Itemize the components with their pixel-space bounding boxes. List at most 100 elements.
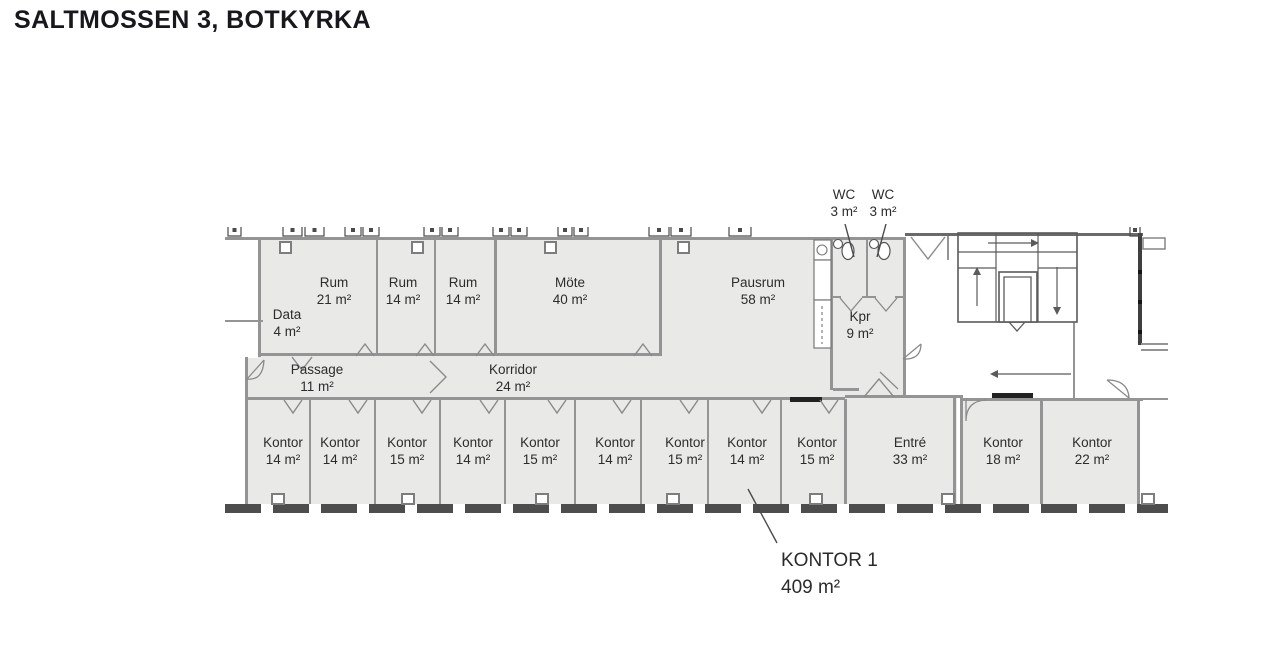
window-icon: [657, 228, 661, 232]
room-label-rum-21-area: 21 m²: [316, 292, 352, 307]
room-label-kontor-8-name: Kontor: [727, 435, 767, 450]
window-icon: [290, 228, 295, 232]
room-label-pausrum-name: Pausrum: [730, 275, 786, 290]
room-label-kontor-9-area: 15 m²: [799, 452, 835, 467]
window-icon: [304, 227, 325, 237]
wall: [225, 237, 906, 240]
window-icon: [232, 228, 237, 232]
column: [271, 493, 285, 505]
wall: [830, 237, 833, 390]
window-icon: [517, 228, 521, 232]
window-icon: [679, 228, 683, 232]
wall: [574, 399, 576, 506]
room-label-pausrum: Pausrum 58 m²: [731, 274, 785, 308]
exterior-window-wall: [225, 504, 1168, 513]
room-label-data-area: 4 m²: [273, 324, 301, 339]
wall: [780, 399, 782, 506]
room-label-rum-14a-name: Rum: [388, 275, 418, 290]
wall: [833, 296, 841, 298]
room-label-wc-2-name: WC: [871, 187, 895, 202]
window-icon: [282, 227, 303, 237]
page-title: SALTMOSSEN 3, BOTKYRKA: [14, 6, 371, 34]
room-label-wc-1-name: WC: [832, 187, 856, 202]
column: [544, 241, 557, 254]
room-label-kontor-22-name: Kontor: [1072, 435, 1112, 450]
wall: [434, 240, 436, 356]
wall: [953, 395, 956, 506]
window-icon: [579, 228, 583, 232]
wall: [1141, 349, 1168, 351]
wall: [374, 399, 376, 506]
room-label-kontor-5-area: 15 m²: [522, 452, 558, 467]
window-icon: [557, 227, 573, 237]
room-label-passage-area: 11 m²: [300, 379, 334, 394]
room-label-kontor-6-area: 14 m²: [597, 452, 633, 467]
window-icon: [227, 227, 242, 237]
wall: [258, 353, 662, 356]
window-icon: [369, 228, 373, 232]
column: [809, 493, 823, 505]
room-label-kontor-2-area: 14 m²: [322, 452, 358, 467]
column: [535, 493, 549, 505]
room-label-kontor-7-name: Kontor: [665, 435, 705, 450]
window-icon: [510, 227, 528, 237]
wall: [992, 393, 1033, 398]
column: [401, 493, 415, 505]
window-icon: [648, 227, 670, 237]
window-icon: [670, 227, 692, 237]
room-label-rum-14a-area: 14 m²: [385, 292, 421, 307]
wall: [439, 399, 441, 506]
wall: [866, 237, 868, 297]
window-icon: [573, 227, 589, 237]
room-label-rum-21: Rum 21 m²: [317, 274, 352, 308]
room-label-kontor-1-area: 14 m²: [265, 452, 301, 467]
wall: [1073, 322, 1075, 398]
room-label-kontor-3-area: 15 m²: [389, 452, 425, 467]
room-label-kontor-7-area: 15 m²: [667, 452, 703, 467]
column: [666, 493, 680, 505]
room-label-korridor-area: 24 m²: [495, 379, 531, 394]
room-label-wc-2: WC 3 m²: [870, 186, 897, 220]
wall: [845, 395, 963, 398]
room-label-kontor-22-area: 22 m²: [1074, 452, 1110, 467]
room-label-rum-14b-name: Rum: [448, 275, 478, 290]
window-icon: [448, 228, 452, 232]
room-label-kontor-5: Kontor 15 m²: [520, 434, 560, 468]
room-label-kontor-3-name: Kontor: [387, 435, 427, 450]
column: [279, 241, 292, 254]
window-icon: [441, 227, 459, 237]
room-label-wc-2-area: 3 m²: [869, 204, 897, 219]
window-icon: [728, 227, 752, 237]
room-label-rum-21-name: Rum: [319, 275, 349, 290]
wall: [504, 399, 506, 506]
room-label-kontor-18-area: 18 m²: [985, 452, 1021, 467]
wall: [245, 397, 845, 400]
wall: [833, 388, 859, 391]
wall: [1137, 398, 1140, 506]
entre-fill-ext: [906, 398, 957, 506]
wall: [494, 240, 497, 356]
room-label-kontor-5-name: Kontor: [520, 435, 560, 450]
wall: [790, 397, 822, 402]
wall: [963, 398, 1143, 401]
room-label-rum-14b-area: 14 m²: [445, 292, 481, 307]
wall: [225, 320, 263, 322]
column: [941, 493, 955, 505]
wall: [895, 296, 903, 298]
window-icon: [423, 227, 441, 237]
window-icon: [492, 227, 510, 237]
room-label-kontor-18-name: Kontor: [983, 435, 1023, 450]
right-offices-fill: [963, 398, 1140, 506]
room-label-pausrum-area: 58 m²: [740, 292, 776, 307]
room-label-rum-14a: Rum 14 m²: [386, 274, 421, 308]
wall-dot: [1138, 270, 1142, 274]
room-label-kontor-1-name: Kontor: [263, 435, 303, 450]
room-label-mote-name: Möte: [554, 275, 586, 290]
